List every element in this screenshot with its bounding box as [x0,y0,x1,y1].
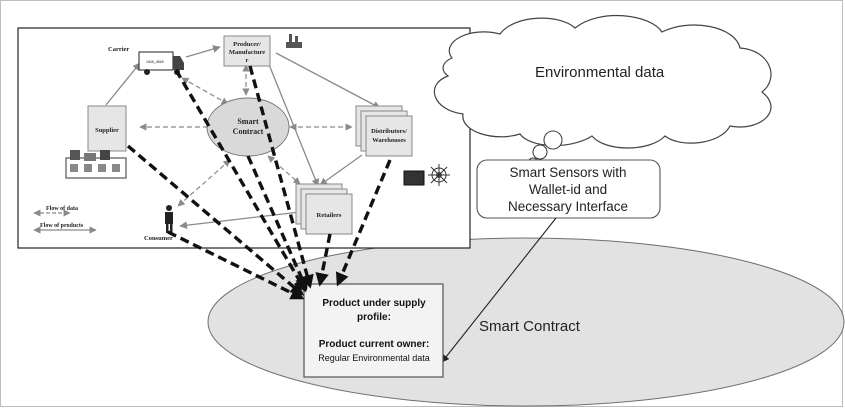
producer-label-2: Manufacture [229,49,265,56]
cloud-label: Environmental data [535,64,665,81]
sensors-line-1: Smart Sensors with [509,165,626,180]
truck-icon [138,51,184,75]
producer-label-3: r [246,57,249,64]
distributors-label-2: Warehouses [372,137,406,144]
product-flow-lines [105,45,381,230]
supplier-label: Supplier [95,127,119,134]
smart-contract-node-label-2: Contract [233,127,264,136]
sensor-to-product-arrow [441,217,557,363]
product-line-2: profile: [357,312,391,323]
sensor-device-icon [403,170,425,186]
legend-flow-data: Flow of data [46,206,78,212]
sensors-line-2: Wallet-id and [529,182,607,197]
smart-sensors-box [476,159,661,219]
data-flow-lines [139,64,353,207]
product-line-1: Product under supply [322,298,426,309]
blockchain-record-arrows [126,65,392,300]
distributors-label-1: Distributors/ [371,128,407,135]
distributors-stack [355,105,413,157]
retailers-stack [295,183,353,235]
environmental-data-cloud [433,14,772,169]
legend-flow-products: Flow of products [40,223,84,229]
network-icon [428,164,450,186]
producer-label-1: Producer/ [233,41,261,48]
producer-box [223,35,271,67]
warehouse-icon [65,150,127,179]
product-line-3: Product current owner: [319,339,430,350]
sensors-line-3: Necessary Interface [508,199,628,214]
smart-contract-node-label-1: Smart [237,117,259,126]
carrier-label: Carrier [108,46,129,53]
product-box [303,283,444,378]
smart-contract-ellipse-label: Smart Contract [479,318,581,335]
consumer-person-icon [165,205,173,233]
consumer-label: Consumer [144,235,173,242]
product-line-4: Regular Environmental data [318,353,430,363]
retailers-label: Retailers [317,212,342,219]
factory-icon [286,34,302,48]
truck-plate: 1846_4848 [146,60,164,64]
